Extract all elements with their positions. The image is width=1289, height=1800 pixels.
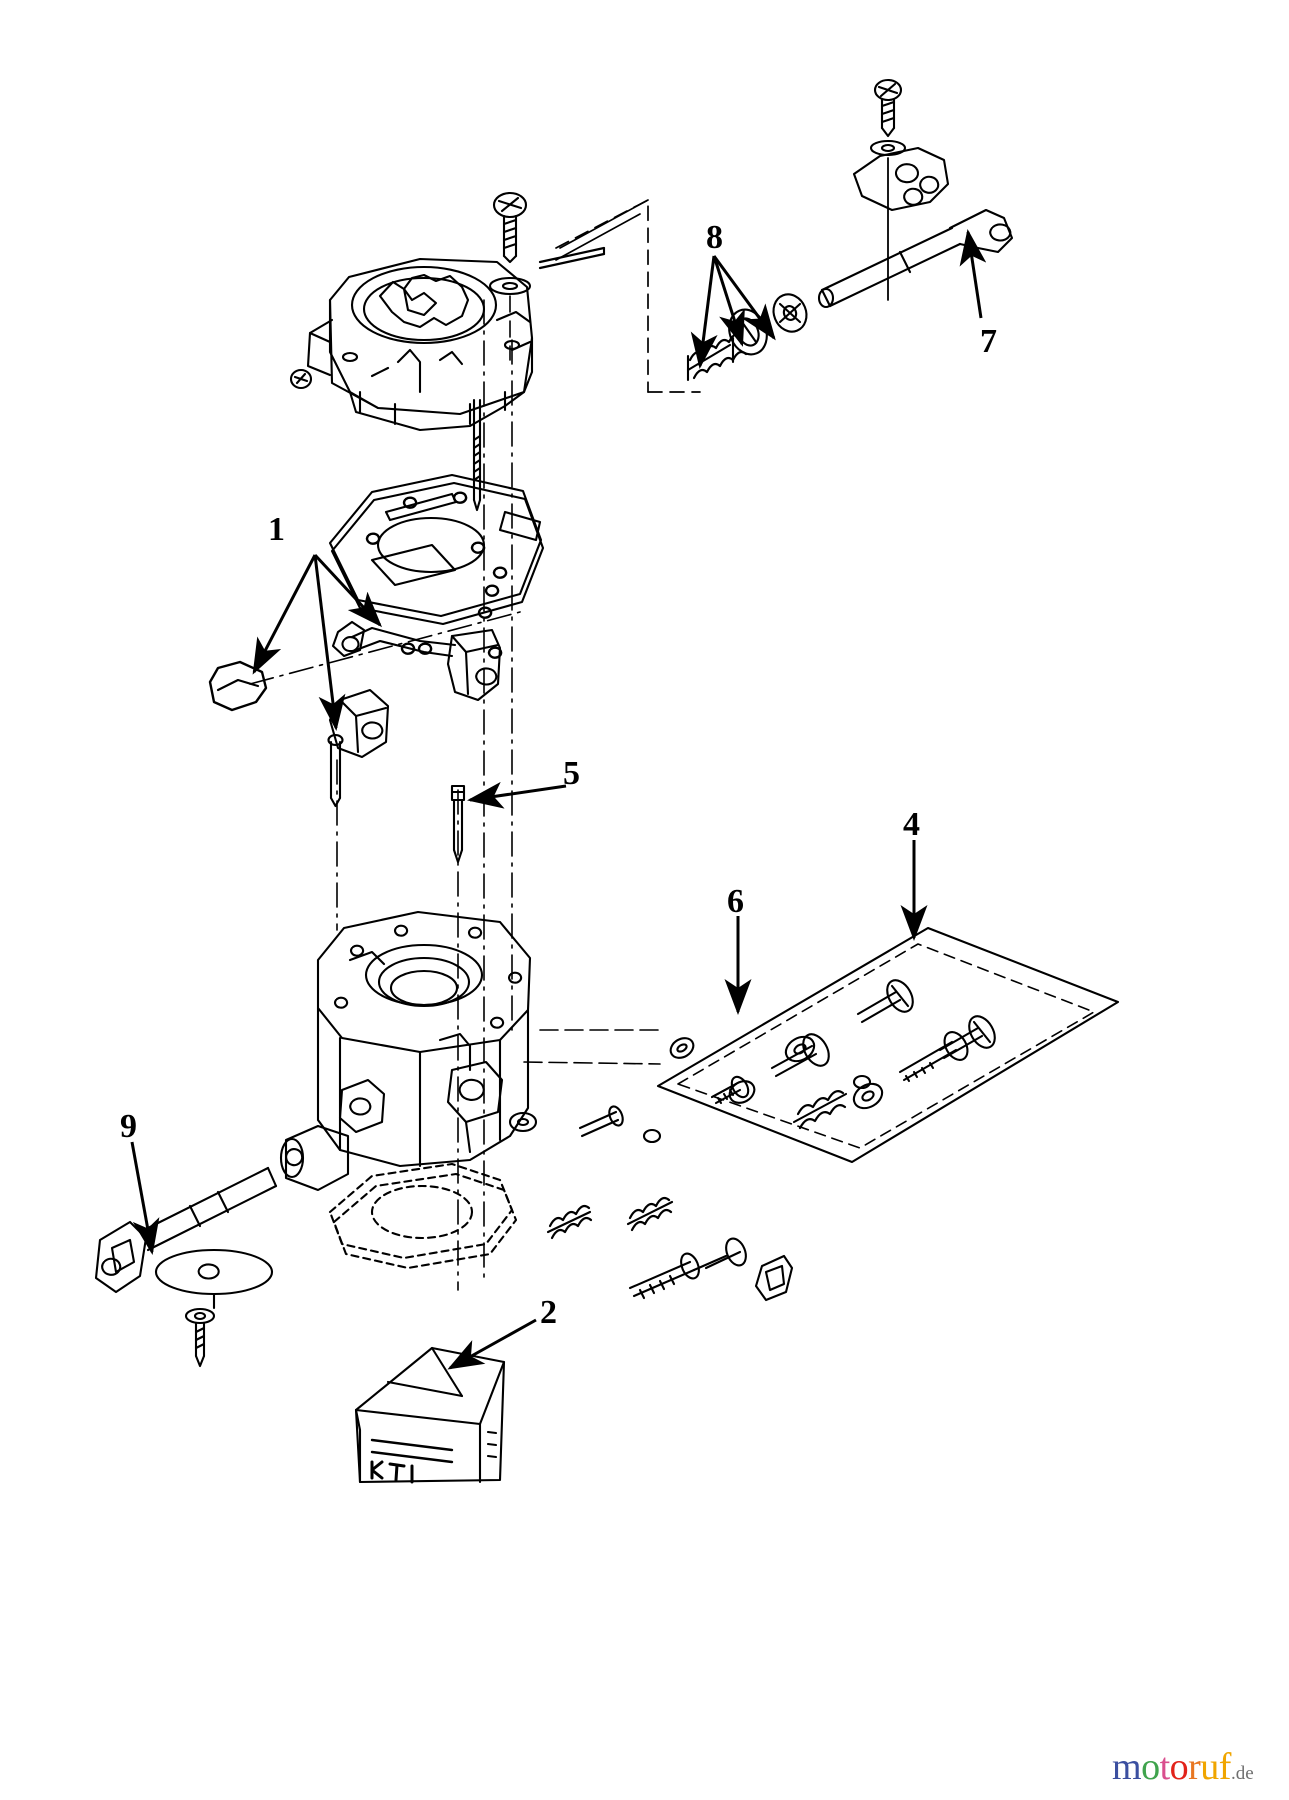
throttle-plate-screw (184, 1307, 216, 1368)
watermark-letter-f: f (1218, 1746, 1232, 1788)
gasket-plate (328, 473, 545, 659)
watermark-letter-t: t (1159, 1746, 1171, 1788)
bowl-gasket (328, 1162, 518, 1270)
callout-number-2[interactable]: 2 (540, 1294, 557, 1331)
choke-shaft-lever (817, 78, 1014, 309)
watermark-letter-o1: o (1141, 1746, 1160, 1788)
panel-hardware-items (669, 979, 996, 1130)
leader-8-b (712, 255, 745, 347)
throttle-shaft-lever (94, 1166, 278, 1294)
throttle-shaft-bushing (279, 1124, 350, 1192)
leader-8-c (712, 255, 776, 341)
leader-1-a (252, 554, 317, 675)
watermark-suffix: .de (1230, 1763, 1254, 1784)
leader-5 (467, 781, 567, 809)
leader-2 (447, 1318, 537, 1370)
repair-kit-box (354, 1346, 506, 1484)
leader-9 (130, 1141, 160, 1255)
carburetor-lower-body (316, 910, 532, 1168)
float-and-lever-assembly (208, 620, 502, 808)
watermark-letter-m: m (1112, 1746, 1142, 1788)
callout-number-1[interactable]: 1 (268, 511, 285, 548)
main-jet-needle (472, 398, 482, 512)
motoruf-watermark: motoruf.de (1112, 1744, 1282, 1790)
leader-7 (959, 229, 987, 319)
watermark-letter-o2: o (1169, 1746, 1189, 1788)
bowl-hardware-row (508, 1105, 794, 1302)
callout-number-6[interactable]: 6 (727, 883, 744, 920)
hardware-parts-panel (523, 926, 1120, 1164)
leader-1-b (313, 553, 383, 628)
carburetor-upper-body (289, 257, 534, 432)
leader-1-c (313, 554, 346, 731)
leader-8-a (690, 255, 718, 369)
callout-number-7[interactable]: 7 (980, 323, 997, 360)
cover-screw-and-washer (488, 191, 532, 296)
throttle-plate (154, 1248, 274, 1310)
callout-number-8[interactable]: 8 (706, 219, 723, 256)
callout-number-9[interactable]: 9 (120, 1108, 137, 1145)
watermark-letter-r: r (1188, 1746, 1201, 1788)
inlet-needle-valve (450, 784, 466, 864)
watermark-letter-u: u (1200, 1746, 1219, 1788)
callout-number-5[interactable]: 5 (563, 755, 580, 792)
callout-number-4[interactable]: 4 (903, 806, 920, 843)
kit-box-wordmark (370, 1460, 414, 1484)
